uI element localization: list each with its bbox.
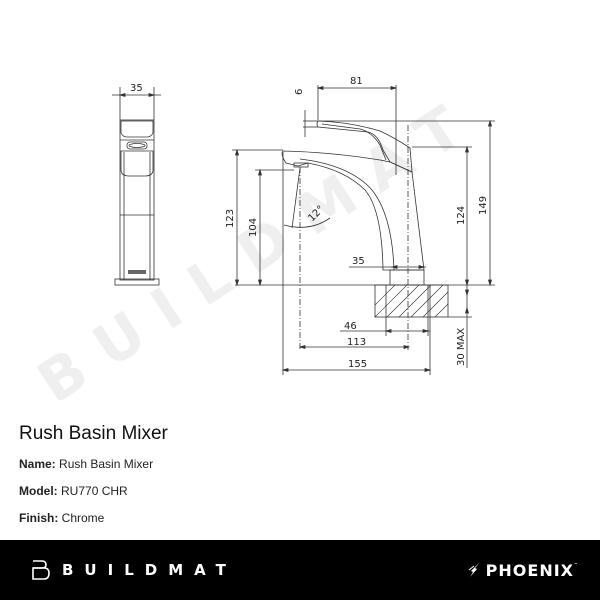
side-width-label: 35 <box>130 83 143 94</box>
trademark-mark: ™ <box>574 562 578 567</box>
total-height-label: 149 <box>478 196 489 215</box>
phoenix-wordmark: PHOENIX <box>485 560 574 580</box>
front-view <box>232 85 495 375</box>
handle-offset-label: 6 <box>294 89 305 95</box>
finish-value: Chrome <box>61 511 105 525</box>
side-view <box>112 87 161 286</box>
bench-thickness-label: 30 MAX <box>456 328 467 366</box>
product-finish-row: Finish: Chrome <box>19 511 168 525</box>
overall-length-label: 155 <box>348 359 367 370</box>
buildmat-b-icon <box>32 560 50 580</box>
body-height-label: 124 <box>456 206 467 225</box>
spout-height-label: 123 <box>225 209 236 228</box>
model-label: Model: <box>19 484 58 498</box>
footer-bar: BUILDMAT PHOENIX ™ <box>0 540 600 600</box>
buildmat-wordmark: BUILDMAT <box>62 561 237 579</box>
base-width-label: 35 <box>352 256 365 267</box>
finish-label: Finish: <box>19 511 59 525</box>
spout-reach-label: 81 <box>350 76 363 87</box>
product-title: Rush Basin Mixer <box>19 423 168 444</box>
name-label: Name: <box>19 457 56 471</box>
drawing-canvas: BUILDMAT <box>26 76 495 400</box>
product-info: Rush Basin Mixer Name: Rush Basin Mixer … <box>19 423 168 538</box>
watermark: BUILDMAT <box>26 81 492 400</box>
outlet-reach-label: 113 <box>347 337 366 348</box>
product-name-row: Name: Rush Basin Mixer <box>19 457 168 471</box>
product-model-row: Model: RU770 CHR <box>19 484 168 498</box>
hole-label: 46 <box>344 321 357 332</box>
technical-drawing: BUILDMAT <box>26 76 495 400</box>
model-value: RU770 CHR <box>61 484 128 498</box>
outlet-height-label: 104 <box>248 218 259 237</box>
phoenix-logo: PHOENIX ™ <box>468 559 578 581</box>
name-value: Rush Basin Mixer <box>59 457 154 471</box>
phoenix-feather-icon <box>468 562 480 577</box>
buildmat-logo: BUILDMAT <box>32 559 237 581</box>
